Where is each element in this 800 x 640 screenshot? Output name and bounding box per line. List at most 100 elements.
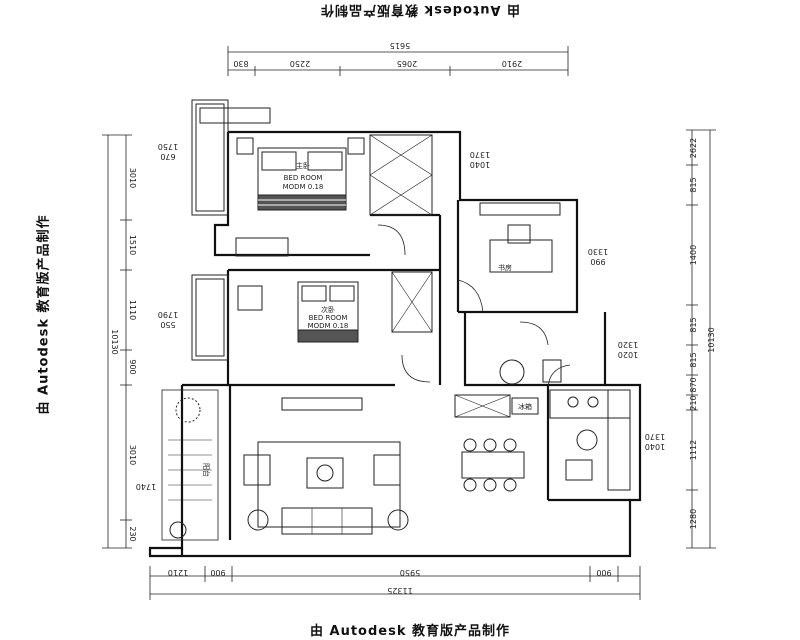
master-bed: [257, 147, 347, 211]
sofa: [281, 507, 373, 535]
bath-sink: [499, 359, 525, 385]
kitchen-counter-side: [607, 389, 631, 491]
right-seg-3: 1400: [689, 245, 698, 265]
balcony-label: 阳台: [202, 463, 211, 477]
kitchen-counter-top: [549, 389, 631, 419]
balcony-shelves: [168, 439, 212, 501]
master-desk: [235, 237, 289, 257]
right-seg-2: 815: [689, 177, 698, 192]
master-wardrobe-hatch: [369, 134, 433, 216]
bay2-dim-b: 550: [160, 320, 175, 329]
right-seg-1: 2622: [689, 138, 698, 158]
kitchen-window-b: 1040: [645, 442, 665, 451]
master-bedroom-label: 主卧: [296, 161, 310, 170]
toilet-tank: [542, 359, 562, 383]
right-dimension-lines: [686, 129, 716, 549]
bottom-seg-1: 1210: [168, 568, 188, 577]
bay-window-1: [191, 99, 271, 216]
top-seg-3: 2065: [397, 59, 417, 68]
door-swings: [377, 224, 571, 391]
study-cabinet: [479, 202, 561, 216]
master-wardrobe: [369, 134, 433, 216]
balcony-plant: [175, 397, 201, 423]
top-seg-2: 2250: [290, 59, 310, 68]
study-chair: [507, 224, 531, 244]
study-label: 书房: [498, 263, 512, 272]
left-seg-4: 900: [128, 359, 137, 374]
armchair-right: [373, 454, 401, 486]
coffee-table-deco: [316, 464, 334, 482]
bay1-dim-a: 1750: [158, 142, 178, 151]
balcony-area: [161, 389, 219, 541]
bath-window-b: 1020: [618, 350, 638, 359]
master-nightstand-right: [347, 137, 365, 155]
bottom-dimension-lines: [149, 566, 641, 600]
left-dimension-lines: [102, 134, 132, 549]
right-seg-9: 1280: [689, 509, 698, 529]
master-nightstand-left: [236, 137, 254, 155]
second-wardrobe-hatch: [391, 271, 433, 333]
door-swing-bath: [519, 321, 549, 346]
sofa-cushions: [311, 508, 343, 534]
right-seg-7: 210: [689, 395, 698, 410]
study-window-b: 1040: [470, 160, 490, 169]
left-seg-6: 230: [128, 526, 137, 541]
top-seg-1: 830: [233, 59, 248, 68]
kitchen-window-a: 1370: [645, 432, 665, 441]
bath-window-a: 1320: [618, 340, 638, 349]
watermark-bottom: 由 Autodesk 教育版产品制作: [310, 624, 511, 639]
second-bed: [297, 281, 359, 343]
coffee-table: [306, 457, 344, 489]
fridge-label: 冰箱: [518, 402, 532, 411]
top-dimension-lines: [227, 46, 569, 76]
right-seg-6: 870: [689, 377, 698, 392]
top-total-dim: 5615: [390, 41, 410, 50]
fridge: [511, 397, 539, 415]
hall-cabinet: [454, 394, 511, 418]
balcony-window-dim: 1740: [136, 482, 156, 491]
second-bed-size: MODM 0.18: [308, 322, 349, 330]
cooktop-small: [565, 459, 593, 481]
bay2-dim-a: 1790: [158, 310, 178, 319]
second-chair: [237, 285, 263, 311]
watermark-left: 由 Autodesk 教育版产品制作: [36, 214, 52, 415]
living-tv-cabinet: [281, 397, 363, 411]
armchair-left: [243, 454, 271, 486]
second-bedroom-label: 次卧: [321, 305, 335, 314]
master-bed-label: BED ROOM: [284, 174, 323, 182]
master-bed-size: MODM 0.18: [283, 183, 324, 191]
left-seg-5: 3010: [128, 445, 137, 465]
dining-table: [461, 451, 525, 479]
second-wardrobe: [391, 271, 433, 333]
right-seg-8: 1112: [689, 440, 698, 460]
study-desk: [489, 239, 553, 273]
top-seg-4: 2910: [502, 59, 522, 68]
bay1-dim-b: 670: [160, 152, 175, 161]
hall-cabinet-hatch: [454, 394, 511, 418]
bottom-seg-3: 5950: [400, 568, 420, 577]
bottom-seg-2: 900: [210, 568, 225, 577]
stove-burner-1: [567, 396, 579, 408]
dining-chairs: [463, 438, 517, 492]
stove-burner-2: [587, 396, 599, 408]
kitchen-sink: [576, 429, 598, 451]
study-door-a: 1330: [588, 247, 608, 256]
second-bed-label: BED ROOM: [309, 314, 348, 322]
right-total-dim: 10130: [707, 327, 716, 352]
left-seg-1: 3010: [128, 168, 137, 188]
study-door-b: 990: [590, 257, 605, 266]
left-seg-2: 1510: [128, 235, 137, 255]
right-seg-5: 815: [689, 352, 698, 367]
side-table-right: [387, 509, 409, 531]
bay-window-2: [191, 274, 229, 361]
left-seg-3: 1110: [128, 300, 137, 320]
watermark-top: 由 Autodesk 教育版产品制作: [320, 2, 521, 17]
bottom-seg-4: 900: [596, 568, 611, 577]
left-total-dim: 10130: [110, 329, 119, 354]
right-seg-4: 815: [689, 317, 698, 332]
study-window-a: 1370: [470, 150, 490, 159]
bottom-total-dim: 11325: [387, 586, 412, 595]
side-table-left: [247, 509, 269, 531]
washing-machine: [169, 521, 187, 539]
